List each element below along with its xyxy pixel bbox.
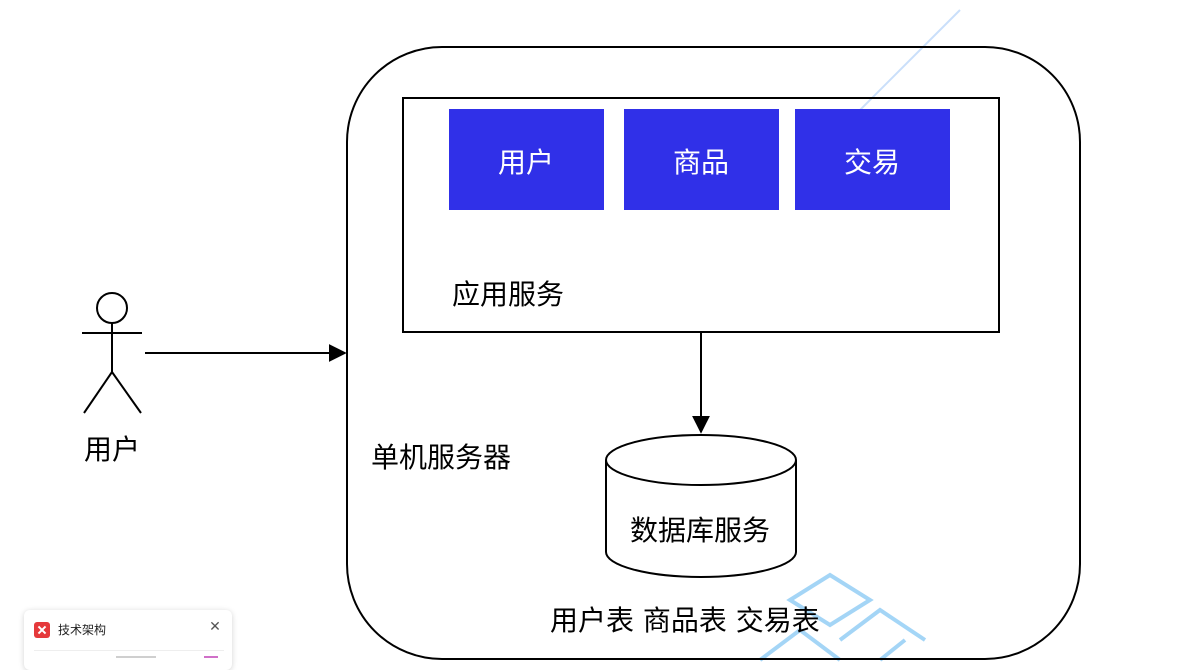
module-product-box [624, 109, 779, 210]
tables-label: 用户表 商品表 交易表 [550, 604, 820, 637]
close-icon[interactable]: ✕ [209, 619, 221, 635]
module-user-box [449, 109, 604, 210]
user-actor-icon [82, 292, 142, 414]
server-label: 单机服务器 [371, 441, 511, 474]
single-server-box [346, 46, 1081, 660]
notification-popup[interactable]: 技术架构 ✕ [24, 610, 232, 670]
module-trade-box [795, 109, 950, 210]
app-logo-icon [34, 622, 50, 638]
app-service-label: 应用服务 [452, 278, 564, 311]
module-product-label: 商品 [673, 146, 729, 179]
module-trade-label: 交易 [844, 146, 900, 179]
notification-title: 技术架构 [58, 623, 107, 637]
actor-label: 用户 [84, 433, 140, 466]
database-cylinder [605, 434, 797, 578]
database-label: 数据库服务 [630, 514, 770, 547]
notification-preview [34, 650, 224, 665]
watermark [758, 9, 961, 662]
module-user-label: 用户 [498, 146, 554, 179]
